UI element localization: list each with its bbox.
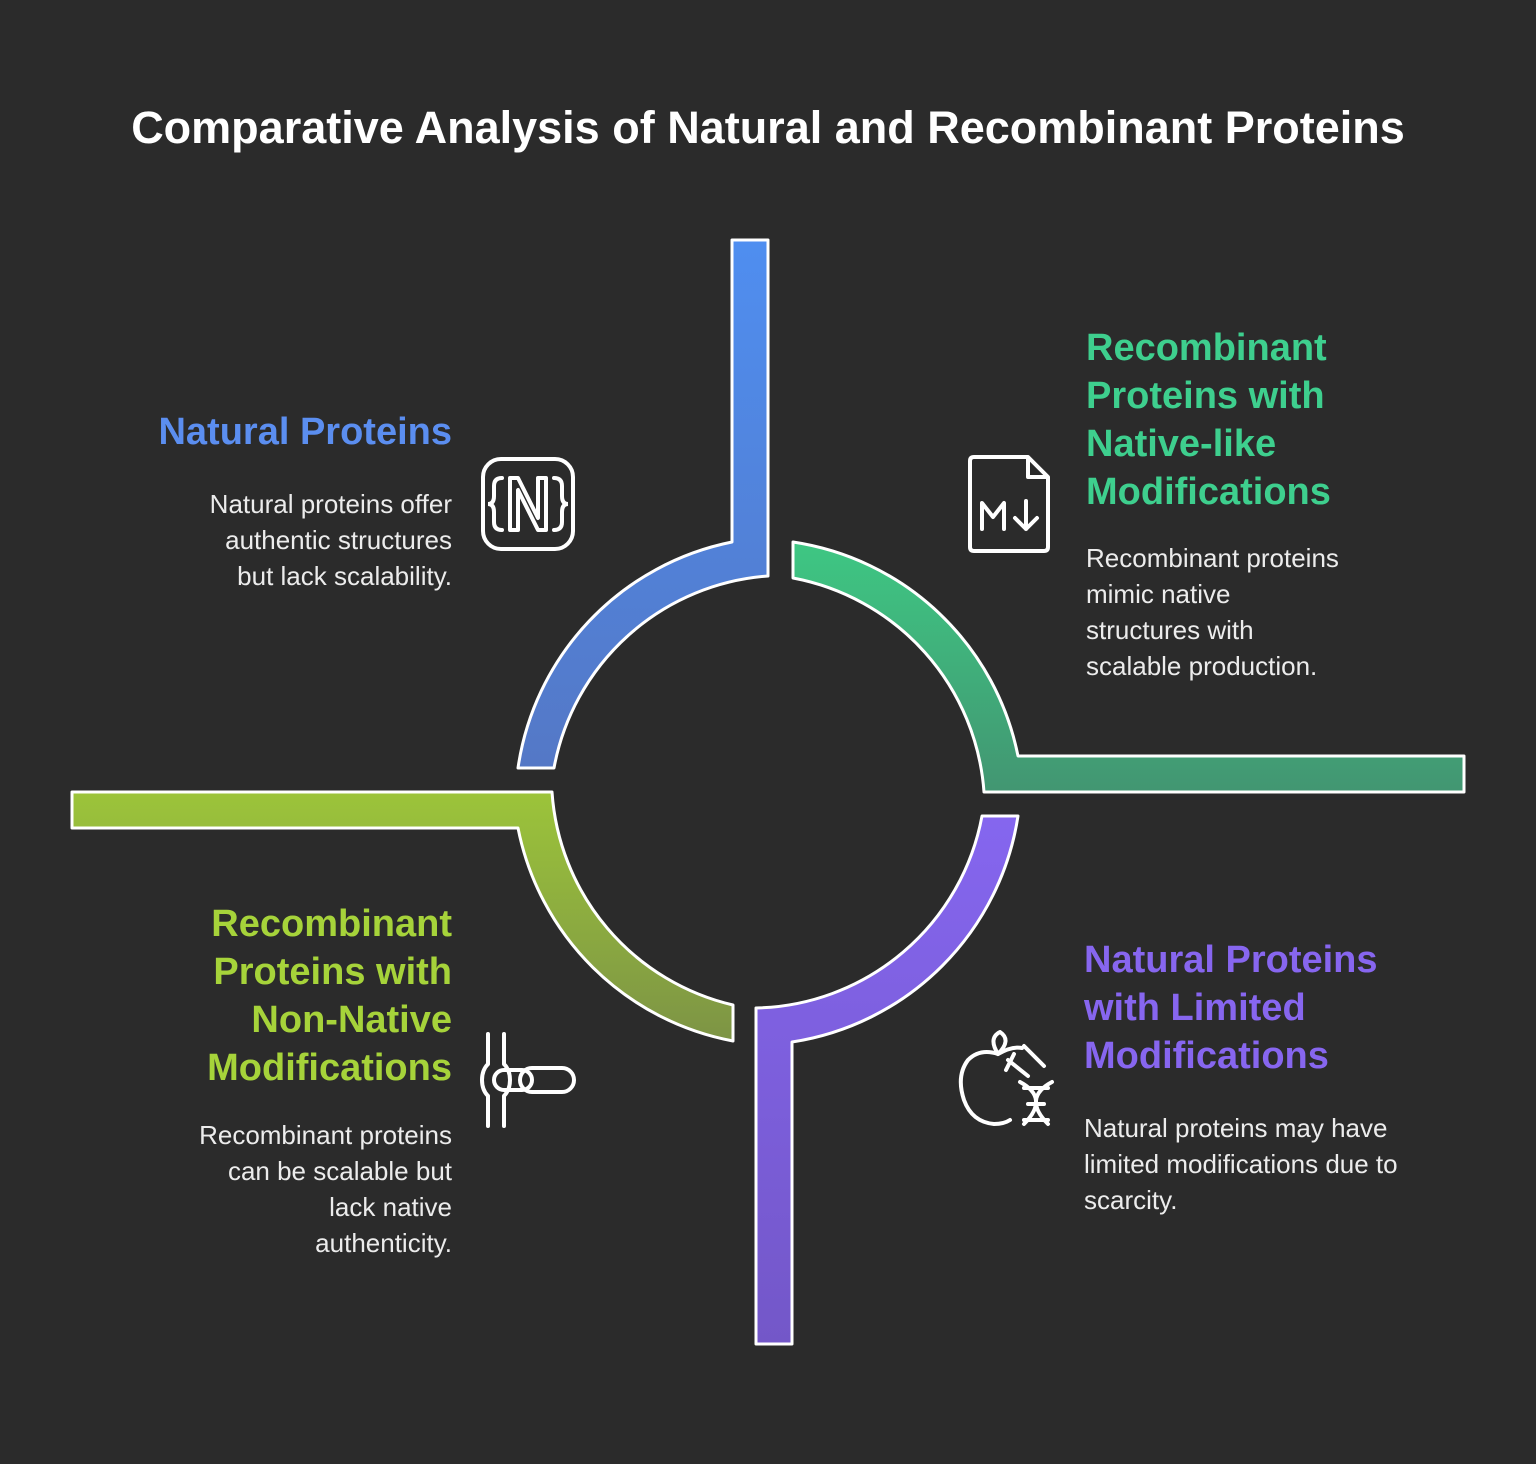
heading-non-native: Recombinant Proteins with Non-Native Mod…	[207, 903, 452, 1089]
desc-native-like: Recombinant proteins mimic native struct…	[1086, 543, 1339, 681]
heading-limited: Natural Proteins with Limited Modificati…	[1084, 939, 1378, 1077]
segment-limited	[754, 814, 1020, 1346]
desc-natural-proteins: Natural proteins offer authentic structu…	[209, 489, 452, 591]
heading-natural-proteins: Natural Proteins	[158, 411, 452, 453]
nuxt-n-braces-icon	[481, 457, 575, 551]
segment-natural-proteins	[516, 238, 770, 770]
apple-dna-icon	[958, 1030, 1054, 1127]
pipe-valve-icon	[479, 1032, 576, 1128]
page-title: Comparative Analysis of Natural and Reco…	[131, 102, 1405, 153]
segment-non-native	[70, 790, 735, 1043]
desc-non-native: Recombinant proteins can be scalable but…	[199, 1120, 452, 1258]
segment-native-like	[791, 540, 1466, 794]
desc-limited: Natural proteins may have limited modifi…	[1084, 1113, 1398, 1215]
heading-native-like: Recombinant Proteins with Native-like Mo…	[1086, 327, 1331, 513]
markdown-file-icon	[968, 455, 1050, 553]
